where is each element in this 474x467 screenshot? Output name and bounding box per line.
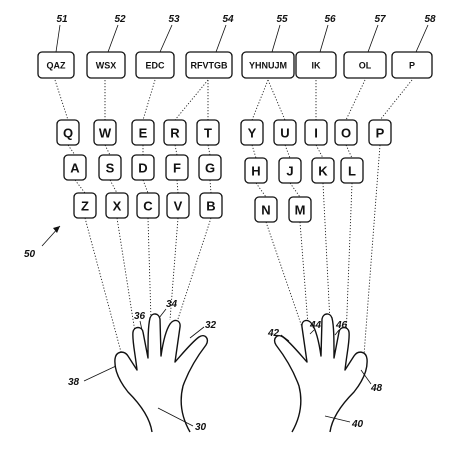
key-label: J: [286, 164, 293, 179]
ref-label: 32: [205, 320, 217, 331]
group-box-label: OL: [359, 61, 372, 71]
key-w: W: [93, 119, 117, 146]
group-box: YHNUJM: [241, 51, 295, 79]
group-box-label: P: [409, 61, 415, 71]
key-p: P: [368, 119, 392, 146]
key-label: W: [99, 126, 112, 141]
key-label: E: [139, 126, 148, 141]
finger-connectors: [67, 144, 381, 356]
key-o: O: [334, 119, 358, 146]
ref-label: 42: [267, 328, 280, 339]
key-l: L: [340, 157, 364, 184]
key-row-1: Q W E R T Y U I O P: [56, 119, 392, 146]
key-label: Z: [81, 199, 89, 214]
key-label: C: [143, 199, 153, 214]
ref-label: 46: [335, 320, 348, 331]
key-s: S: [98, 154, 122, 181]
group-box: OL: [343, 51, 387, 79]
ref-label: 30: [195, 422, 207, 433]
group-box-label: WSX: [96, 61, 117, 71]
group-box-label: YHNUJM: [249, 61, 287, 71]
group-box: EDC: [135, 51, 175, 79]
key-t: T: [196, 119, 220, 146]
key-label: P: [376, 126, 385, 141]
keyboard-ref: 50: [24, 225, 61, 260]
key-label: N: [261, 203, 270, 218]
key-m: M: [288, 196, 312, 223]
ref-label: 57: [374, 14, 386, 25]
group-box-label: EDC: [145, 61, 165, 71]
ref-label: 56: [324, 14, 336, 25]
key-label: H: [251, 164, 260, 179]
ref-label: 50: [24, 249, 36, 260]
key-label: O: [341, 126, 351, 141]
group-box: P: [391, 51, 433, 79]
group-box-label: RFVTGB: [191, 61, 228, 71]
key-label: A: [70, 161, 80, 176]
ref-label: 48: [370, 383, 383, 394]
group-box: WSX: [86, 51, 126, 79]
ref-label: 44: [309, 320, 322, 331]
key-i: I: [304, 119, 328, 146]
group-box-label: IK: [312, 61, 322, 71]
ref-label: 34: [166, 299, 178, 310]
key-label: Q: [63, 126, 73, 141]
key-label: D: [138, 161, 147, 176]
ref-label: 38: [68, 377, 80, 388]
key-f: F: [165, 154, 189, 181]
group-box-label: QAZ: [47, 61, 67, 71]
key-e: E: [131, 119, 155, 146]
group-refs: 51 52 53 54 55 56 57 58: [55, 14, 436, 53]
key-h: H: [244, 157, 268, 184]
group-box: IK: [295, 51, 337, 79]
ref-label: 58: [424, 14, 436, 25]
key-z: Z: [73, 192, 97, 219]
left-hand-icon: [114, 313, 209, 433]
ref-label: 52: [114, 14, 126, 25]
ref-label: 54: [222, 14, 234, 25]
key-label: X: [113, 199, 122, 214]
key-v: V: [166, 192, 190, 219]
ref-label: 53: [168, 14, 180, 25]
key-label: V: [174, 199, 183, 214]
key-c: C: [136, 192, 160, 219]
key-label: K: [318, 164, 328, 179]
key-label: G: [205, 161, 215, 176]
key-label: B: [206, 199, 215, 214]
key-d: D: [131, 154, 155, 181]
key-label: L: [348, 164, 356, 179]
key-y: Y: [240, 119, 264, 146]
group-connectors: [54, 79, 413, 121]
key-n: N: [254, 196, 278, 223]
key-g: G: [198, 154, 222, 181]
hand-refs: 34 36 32 38 30 42 44 46 48 40: [68, 299, 383, 433]
key-label: Y: [248, 126, 257, 141]
key-r: R: [163, 119, 187, 146]
key-label: T: [204, 126, 212, 141]
right-hand-icon: [273, 313, 368, 433]
ref-label: 51: [56, 14, 68, 25]
key-u: U: [273, 119, 297, 146]
key-q: Q: [56, 119, 80, 146]
ref-label: 55: [276, 14, 288, 25]
key-label: M: [295, 203, 306, 218]
key-label: I: [314, 126, 318, 141]
key-b: B: [199, 192, 223, 219]
key-row-3: Z X C V B N M: [73, 192, 312, 223]
key-label: R: [170, 126, 180, 141]
group-box: RFVTGB: [185, 51, 233, 79]
key-label: F: [173, 161, 181, 176]
ref-label: 40: [351, 419, 364, 430]
group-boxes: QAZ WSX EDC RFVTGB YHNUJM IK OL P: [37, 51, 433, 79]
key-label: U: [280, 126, 289, 141]
ref-label: 36: [134, 311, 146, 322]
key-row-2: A S D F G H J K L: [63, 154, 364, 184]
group-box: QAZ: [37, 51, 75, 79]
key-x: X: [105, 192, 129, 219]
key-label: S: [106, 161, 115, 176]
key-a: A: [63, 154, 87, 181]
key-j: J: [278, 157, 302, 184]
key-k: K: [311, 157, 335, 184]
